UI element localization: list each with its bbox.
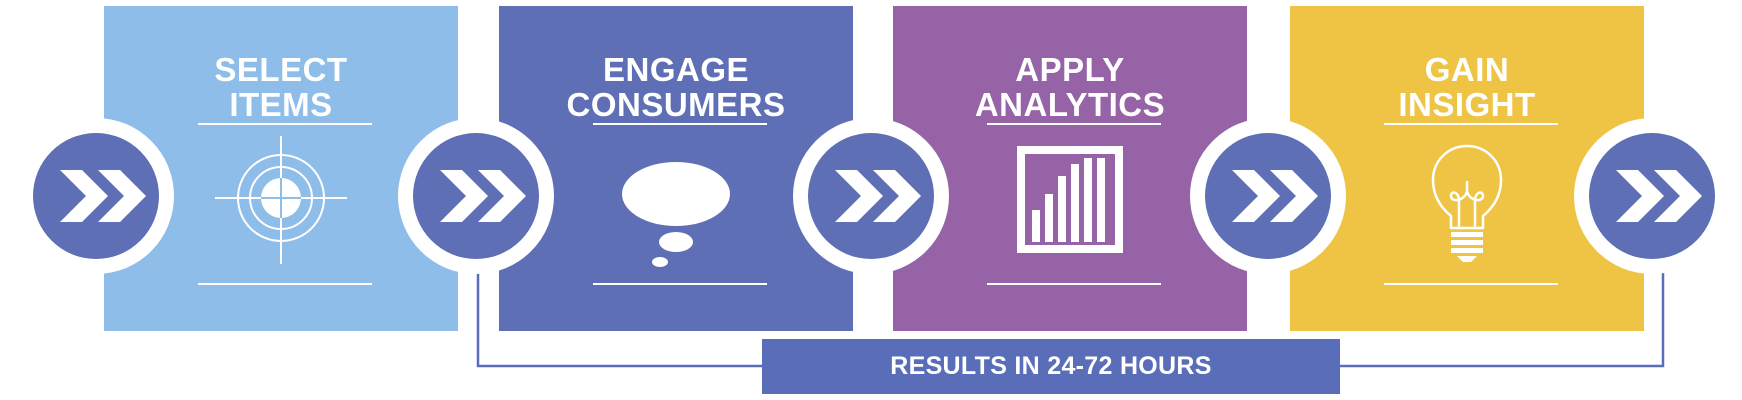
double-chevron-icon	[835, 170, 921, 222]
connector-3	[793, 118, 949, 274]
bottom-divider	[987, 283, 1161, 285]
results-badge: RESULTS IN 24-72 HOURS	[762, 339, 1340, 394]
connector-1	[18, 118, 174, 274]
title-divider	[198, 123, 372, 125]
step-title-line-2: ITEMS	[229, 86, 333, 123]
step-title: GAIN INSIGHT	[1290, 52, 1644, 122]
step-title-line-2: ANALYTICS	[974, 86, 1166, 123]
crosshair-icon	[215, 136, 347, 264]
speech-bubble-icon	[622, 162, 730, 267]
step-title: ENGAGE CONSUMERS	[499, 52, 853, 122]
step-title-line-1: ENGAGE	[602, 51, 750, 88]
title-divider	[593, 123, 767, 125]
double-chevron-icon	[440, 170, 526, 222]
step-title-line-2: INSIGHT	[1398, 86, 1536, 123]
title-divider	[1384, 123, 1558, 125]
double-chevron-icon	[1616, 170, 1702, 222]
lightbulb-icon	[1431, 144, 1503, 262]
step-title-line-1: SELECT	[214, 51, 348, 88]
connector-4	[1190, 118, 1346, 274]
step-apply-analytics: APPLY ANALYTICS	[893, 6, 1247, 331]
step-title: SELECT ITEMS	[104, 52, 458, 122]
bottom-divider	[198, 283, 372, 285]
connector-5	[1574, 118, 1730, 274]
bar-chart-icon	[1017, 146, 1123, 253]
step-title-line-2: CONSUMERS	[566, 86, 786, 123]
step-title: APPLY ANALYTICS	[893, 52, 1247, 122]
bottom-divider	[593, 283, 767, 285]
title-divider	[987, 123, 1161, 125]
step-title-line-1: GAIN	[1424, 51, 1510, 88]
connector-2	[398, 118, 554, 274]
bottom-divider	[1384, 283, 1558, 285]
double-chevron-icon	[1232, 170, 1318, 222]
step-title-line-1: APPLY	[1015, 51, 1125, 88]
double-chevron-icon	[60, 170, 146, 222]
